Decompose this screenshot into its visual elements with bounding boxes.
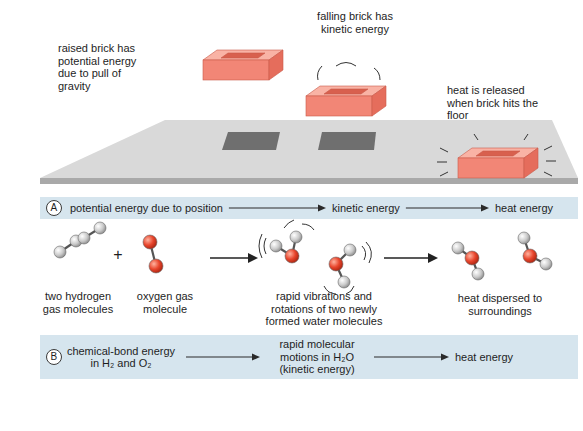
vibration-marks <box>259 220 371 294</box>
band-text: chemical-bond energy in H₂ and O₂ <box>62 345 180 370</box>
reaction-arrow <box>210 253 438 263</box>
atoms <box>452 242 464 254</box>
atoms <box>54 246 66 258</box>
vibration-marks <box>362 246 366 260</box>
atoms <box>290 231 302 243</box>
floor <box>318 132 376 150</box>
atoms <box>54 222 552 288</box>
panel-letter-text: A <box>50 202 57 213</box>
callout-label: heat dispersed to surroundings <box>448 292 552 317</box>
brick-drawing <box>458 148 538 178</box>
atoms <box>518 232 530 244</box>
panel-letter: B <box>46 349 62 365</box>
motion-marks <box>474 134 478 140</box>
floor <box>40 120 578 178</box>
band-text: rapid molecular motions in H₂O (kinetic … <box>266 338 368 376</box>
motion-marks <box>318 66 323 80</box>
brick-drawing <box>306 86 386 116</box>
atoms <box>149 259 163 273</box>
atoms <box>465 251 479 265</box>
brick-drawing <box>203 50 283 80</box>
motion-marks <box>546 161 556 162</box>
atoms <box>344 244 356 256</box>
atoms <box>270 240 282 252</box>
motion-marks <box>544 146 552 150</box>
band-text: potential energy due to position <box>70 202 223 215</box>
atoms <box>78 232 90 244</box>
band-arrow <box>374 356 442 357</box>
reaction-arrow <box>384 257 430 258</box>
band-arrow <box>374 354 449 361</box>
callout-label: oxygen gas molecule <box>128 290 202 315</box>
band-arrow <box>406 207 482 208</box>
atoms <box>329 257 343 271</box>
floor <box>40 120 578 184</box>
atoms <box>540 258 552 270</box>
panel-letter: A <box>46 200 62 216</box>
band-arrow <box>252 354 260 361</box>
band-arrow <box>481 205 489 212</box>
band-arrow <box>406 205 489 212</box>
molecule-drawing <box>60 228 546 282</box>
energy-band: chemical-bond energy in H₂ and O₂ rapid m… <box>40 335 578 379</box>
motion-marks <box>318 63 557 177</box>
callout-label: rapid vibrations and rotations of two ne… <box>258 290 390 328</box>
motion-marks <box>544 172 552 176</box>
panel-letter-text: B <box>50 351 57 362</box>
floor <box>222 132 280 150</box>
brick-drawing <box>203 50 538 178</box>
reaction-arrow <box>210 257 250 258</box>
motion-marks <box>440 148 448 152</box>
band-arrow <box>441 354 449 361</box>
atoms <box>338 276 350 288</box>
callout-label: falling brick has kinetic energy <box>305 10 405 35</box>
band-arrow <box>229 207 319 208</box>
motion-marks <box>336 63 356 67</box>
atoms <box>94 222 106 234</box>
vibration-marks <box>302 224 314 230</box>
plus-sign: + <box>110 246 126 264</box>
callout-label: two hydrogen gas molecules <box>36 290 120 315</box>
band-text: heat energy <box>495 202 553 215</box>
band-arrow <box>318 205 326 212</box>
vibration-marks <box>264 238 266 254</box>
band-arrow <box>186 354 260 361</box>
atoms <box>143 235 157 249</box>
callout-label: raised brick has potential energy due to… <box>58 42 138 92</box>
motion-marks <box>524 134 528 140</box>
vibration-marks <box>259 234 262 258</box>
band-arrow <box>229 205 326 212</box>
band-text: kinetic energy <box>332 202 400 215</box>
vibration-marks <box>366 242 371 263</box>
floor <box>40 178 578 184</box>
energy-band: potential energy due to position kinetic … <box>40 197 578 219</box>
atoms <box>285 249 299 263</box>
band-text: heat energy <box>455 351 513 364</box>
reaction-arrow <box>428 253 438 263</box>
vibration-marks <box>284 220 294 228</box>
callout-label: heat is released when brick hits the flo… <box>447 84 542 122</box>
reaction-arrow <box>248 253 258 263</box>
motion-marks <box>437 162 447 163</box>
band-arrow <box>186 356 253 357</box>
atoms <box>523 249 537 263</box>
motion-marks <box>440 172 448 176</box>
motion-marks <box>374 68 380 80</box>
atoms <box>472 268 484 280</box>
